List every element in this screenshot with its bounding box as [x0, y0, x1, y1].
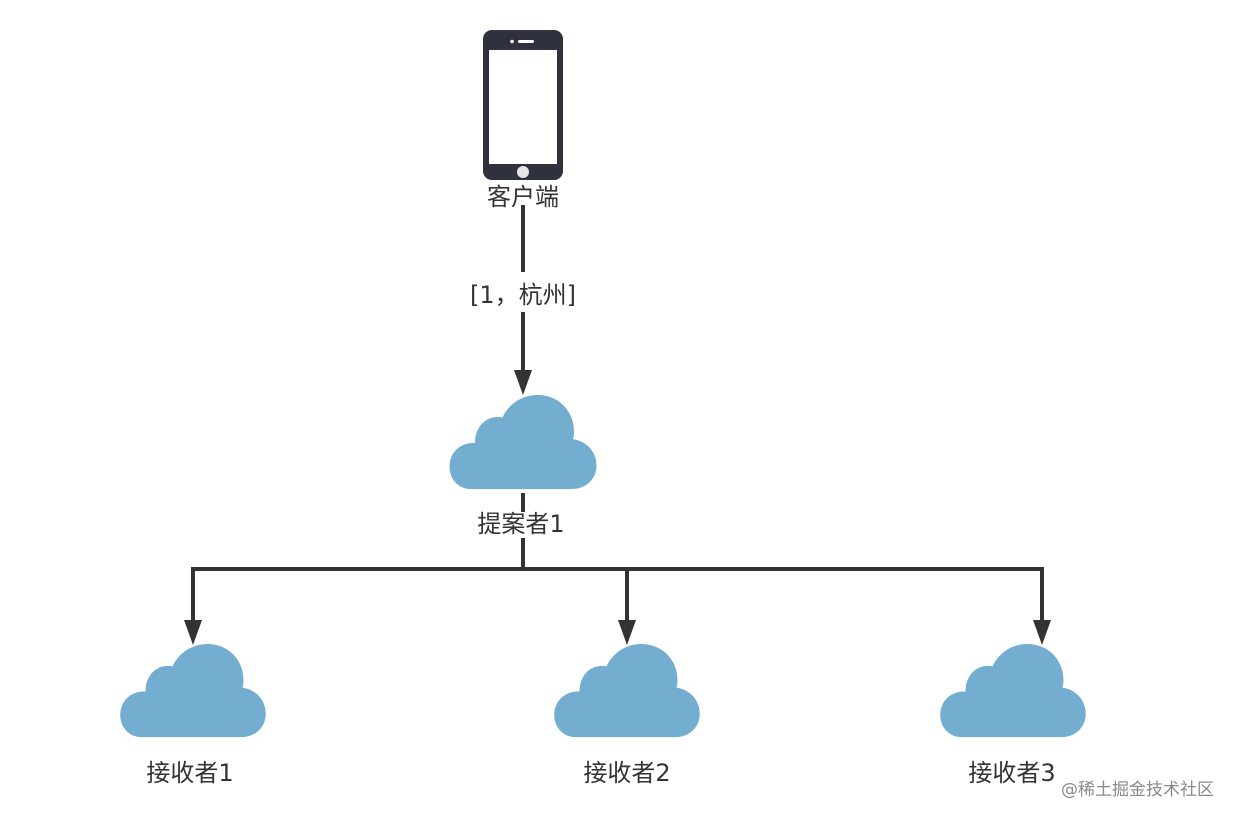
- acceptor1-label: 接收者1: [146, 759, 233, 787]
- edge-label-client-to-proposer: [1，杭州]: [470, 281, 576, 309]
- acceptor3-cloud-icon: [940, 644, 1086, 738]
- edge-client-to-proposer: [514, 205, 532, 395]
- proposer-label: 提案者1: [477, 510, 564, 538]
- client-label: 客户端: [487, 183, 559, 211]
- proposer-cloud-icon: [449, 395, 597, 490]
- acceptor2-cloud-icon: [554, 644, 700, 738]
- acceptor2-label: 接收者2: [583, 759, 670, 787]
- edge-proposer-to-acceptors: [184, 493, 1051, 645]
- watermark-text: @稀土掘金技术社区: [1061, 780, 1214, 800]
- acceptor3-label: 接收者3: [968, 759, 1055, 787]
- smartphone-icon: [483, 30, 563, 180]
- acceptor1-cloud-icon: [120, 644, 266, 738]
